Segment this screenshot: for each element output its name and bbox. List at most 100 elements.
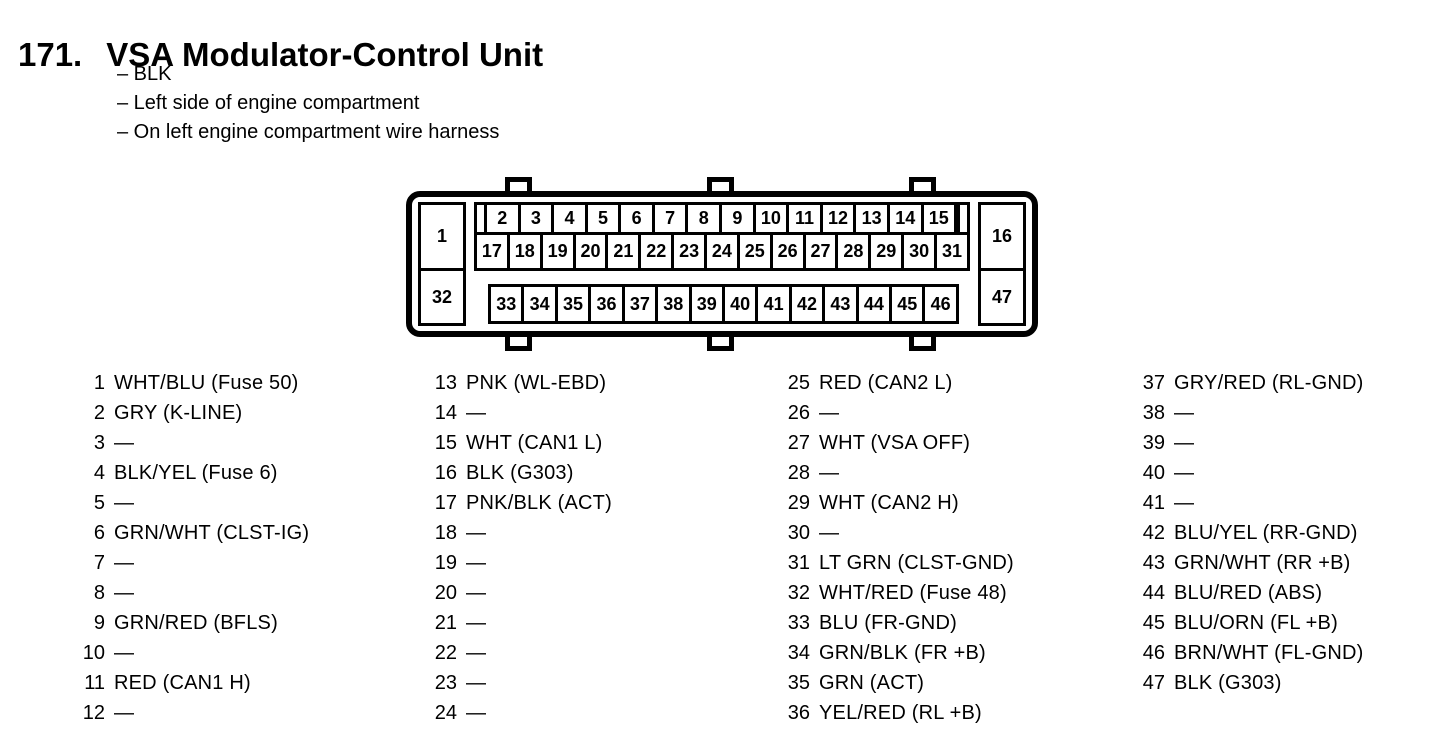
pin-wire-label: GRY/RED (RL-GND)	[1174, 371, 1364, 394]
pin-wire-label: —	[466, 641, 487, 664]
pin-row: 24 —	[425, 698, 612, 728]
connector-pin-cell: 11	[786, 202, 823, 235]
connector-pin-cell: 44	[855, 284, 893, 324]
pin-number: 11	[84, 671, 105, 694]
pin-row: 20 —	[425, 578, 612, 608]
pin-wire-label: WHT (VSA OFF)	[819, 431, 971, 454]
pin-wire-label: WHT (CAN1 L)	[466, 431, 603, 454]
pin-row: 10 —	[73, 638, 309, 668]
section-number: 171.	[18, 36, 83, 74]
pin-number: 45	[1142, 611, 1165, 634]
pin-wire-label: —	[466, 521, 487, 544]
connector-row-divider	[474, 271, 970, 284]
connector-pin-cell: 6	[618, 202, 655, 235]
connector-pin-cell-47: 47	[978, 268, 1026, 326]
pin-wire-label: —	[114, 431, 135, 454]
connector-body: 1 32 2 3 4 5 6	[406, 191, 1038, 337]
pin-number: 23	[434, 671, 457, 694]
pin-row: 42 BLU/YEL (RR-GND)	[1133, 518, 1364, 548]
pin-wire-label: RED (CAN2 L)	[819, 371, 953, 394]
connector-pin-cell: 17	[474, 232, 510, 271]
note-line: – Left side of engine compartment	[117, 92, 420, 114]
pin-number: 42	[1142, 521, 1165, 544]
connector-pin-cell: 35	[554, 284, 592, 324]
pin-number: 32	[787, 581, 810, 604]
connector-pin-cell: 37	[621, 284, 659, 324]
pin-row: 30 —	[778, 518, 1014, 548]
pin-wire-label: —	[114, 491, 135, 514]
pin-row: 32 WHT/RED (Fuse 48)	[778, 578, 1014, 608]
connector-pin-cell: 25	[736, 232, 773, 271]
pin-number: 22	[434, 641, 457, 664]
pin-row: 18 —	[425, 518, 612, 548]
pin-row: 7 —	[73, 548, 309, 578]
connector-pin-cell: 3	[517, 202, 555, 235]
pin-wire-label: —	[114, 551, 135, 574]
pin-number: 5	[93, 491, 105, 514]
pin-row: 5 —	[73, 488, 309, 518]
pin-number: 25	[787, 371, 810, 394]
pin-row: 21 —	[425, 608, 612, 638]
pin-row: 23 —	[425, 668, 612, 698]
pin-wire-label: —	[819, 461, 840, 484]
connector-pin-cell: 43	[822, 284, 859, 324]
pin-wire-label: PNK (WL-EBD)	[466, 371, 607, 394]
connector-pin-cell: 5	[584, 202, 622, 235]
pin-number: 14	[434, 401, 457, 424]
pin-wire-label: LT GRN (CLST-GND)	[819, 551, 1014, 574]
pin-number: 33	[787, 611, 810, 634]
pin-number: 28	[787, 461, 810, 484]
pin-row: 12 —	[73, 698, 309, 728]
connector-row-lower: 33 34 35 36 37 38 39 40 41 42	[488, 284, 959, 324]
pin-wire-label: BLK/YEL (Fuse 6)	[114, 461, 278, 484]
pin-wire-label: BLU/ORN (FL +B)	[1174, 611, 1338, 634]
pin-number: 26	[787, 401, 810, 424]
connector-pin-cell: 21	[605, 232, 642, 271]
pin-row: 25 RED (CAN2 L)	[778, 368, 1014, 398]
connector-row-upper: 2 3 4 5 6 7 8 9	[474, 202, 970, 235]
connector-pin-cell: 4	[551, 202, 588, 235]
connector-pin-cell: 2	[484, 202, 521, 235]
connector-pin-cell: 22	[638, 232, 675, 271]
connector-pin-cell: 33	[488, 284, 525, 324]
pin-wire-label: —	[819, 401, 840, 424]
pin-row: 2 GRY (K-LINE)	[73, 398, 309, 428]
pin-number: 30	[787, 521, 810, 544]
connector-pin-cell: 31	[934, 232, 970, 271]
pin-wire-label: —	[114, 701, 135, 724]
connector-row-middle: 17 18 19 20 21 22 23 24 25 26	[474, 232, 970, 271]
pin-wire-label: —	[466, 701, 487, 724]
pin-number: 2	[93, 401, 105, 424]
pin-number: 15	[434, 431, 457, 454]
section-title: VSA Modulator-Control Unit	[106, 36, 544, 74]
pin-number: 20	[434, 581, 457, 604]
pin-row: 26 —	[778, 398, 1014, 428]
connector-pin-cell: 19	[539, 232, 576, 271]
pin-wire-label: —	[114, 641, 135, 664]
pin-wire-label: —	[1174, 431, 1195, 454]
pin-wire-label: PNK/BLK (ACT)	[466, 491, 612, 514]
pin-number: 40	[1142, 461, 1165, 484]
pin-wire-label: —	[1174, 491, 1195, 514]
pin-number: 31	[787, 551, 810, 574]
pin-number: 7	[93, 551, 105, 574]
connector-pin-cell: 42	[788, 284, 826, 324]
pin-row: 44 BLU/RED (ABS)	[1133, 578, 1364, 608]
pin-wire-label: BRN/WHT (FL-GND)	[1174, 641, 1364, 664]
pin-number: 17	[434, 491, 457, 514]
pin-wire-label: GRN/RED (BFLS)	[114, 611, 278, 634]
pin-row: 14 —	[425, 398, 612, 428]
pin-number: 6	[93, 521, 105, 544]
pin-wire-label: BLU/YEL (RR-GND)	[1174, 521, 1358, 544]
pin-wire-label: —	[466, 551, 487, 574]
pin-row: 43 GRN/WHT (RR +B)	[1133, 548, 1364, 578]
pin-number: 46	[1142, 641, 1165, 664]
pin-number: 29	[787, 491, 810, 514]
pin-wire-label: BLU/RED (ABS)	[1174, 581, 1323, 604]
connector-pin-cell: 7	[651, 202, 689, 235]
pin-row: 41 —	[1133, 488, 1364, 518]
pin-number: 8	[93, 581, 105, 604]
connector-pin-cell: 26	[769, 232, 806, 271]
pin-row: 40 —	[1133, 458, 1364, 488]
pin-wire-label: YEL/RED (RL +B)	[819, 701, 982, 724]
